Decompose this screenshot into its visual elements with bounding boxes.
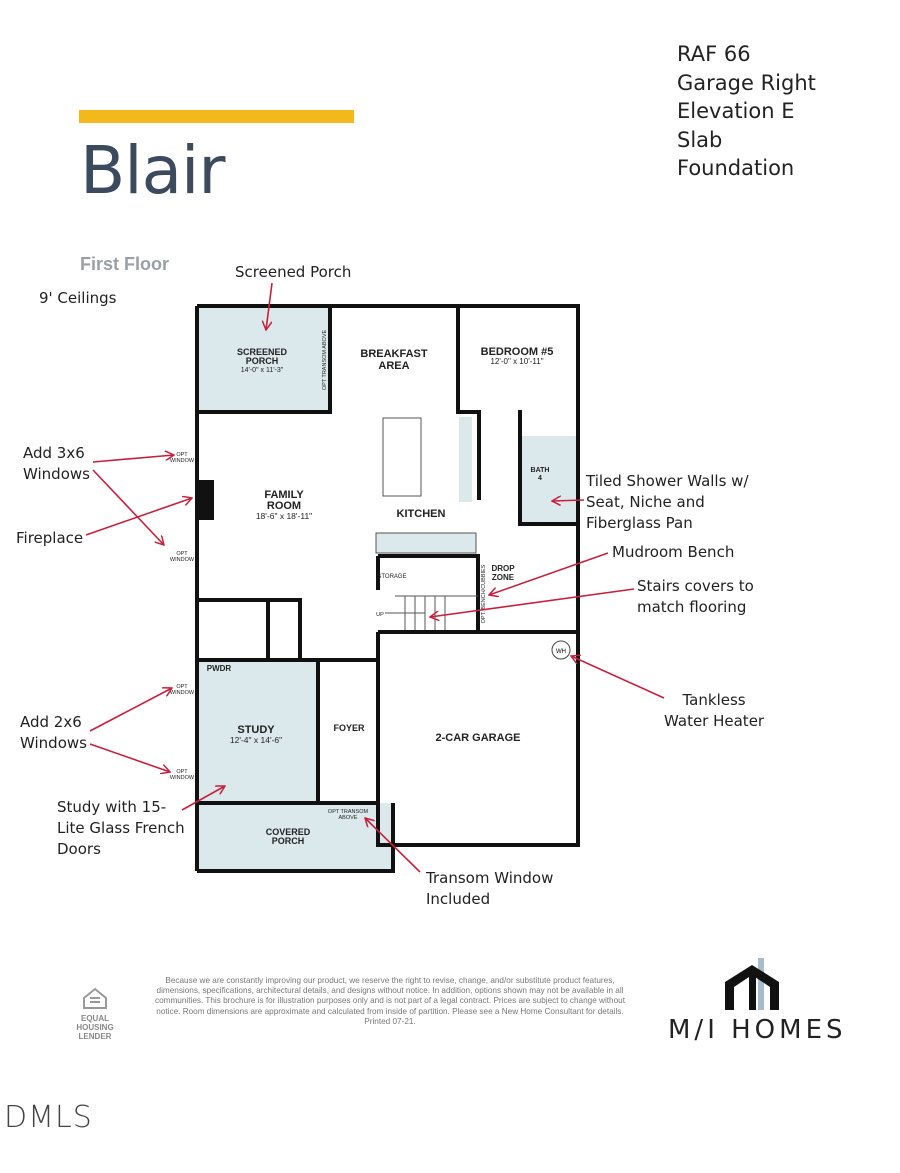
- info-line: Slab: [677, 127, 723, 152]
- room-labels: SCREENED PORCH 14'-0" x 11'-3" BREAKFAST…: [170, 330, 553, 846]
- svg-text:BREAKFAST: BREAKFAST: [360, 348, 428, 360]
- svg-text:UP: UP: [376, 612, 384, 618]
- equal-housing-label: EQUAL HOUSING LENDER: [76, 1014, 114, 1041]
- water-heater-icon: [551, 640, 571, 660]
- svg-text:FOYER: FOYER: [333, 723, 365, 733]
- fireplace-icon: [197, 480, 214, 520]
- brand-name: M/I HOMES: [668, 1015, 847, 1045]
- equal-housing-icon: [83, 987, 107, 1009]
- plan-info: RAF 66 Garage Right Elevation E Slab Fou…: [677, 40, 816, 183]
- walls: [195, 304, 580, 873]
- svg-text:WINDOW: WINDOW: [170, 458, 195, 464]
- svg-text:ZONE: ZONE: [492, 573, 515, 582]
- study-fill: [197, 662, 318, 802]
- svg-text:12'-0" x 10'-11": 12'-0" x 10'-11": [490, 357, 543, 366]
- svg-text:4: 4: [538, 475, 542, 482]
- svg-text:2-CAR GARAGE: 2-CAR GARAGE: [436, 732, 521, 744]
- svg-text:12'-4" x 14'-6": 12'-4" x 14'-6": [230, 735, 282, 745]
- stairs: [385, 595, 478, 630]
- covered-porch-fill: [197, 803, 393, 871]
- svg-text:COVERED: COVERED: [266, 827, 311, 837]
- annotation-fireplace: Fireplace: [16, 529, 84, 547]
- svg-text:14'-0" x 11'-3": 14'-0" x 11'-3": [241, 367, 284, 374]
- info-line: RAF 66: [677, 42, 751, 66]
- svg-text:KITCHEN: KITCHEN: [397, 508, 446, 520]
- svg-text:BEDROOM #5: BEDROOM #5: [481, 346, 554, 358]
- annotation-screened-porch: Screened Porch: [235, 263, 352, 281]
- svg-text:OPT TRANSOM: OPT TRANSOM: [328, 809, 369, 815]
- counter: [459, 417, 472, 502]
- svg-text:AREA: AREA: [378, 360, 409, 372]
- annotation-arrows: [85, 282, 665, 873]
- svg-text:PWDR: PWDR: [207, 664, 232, 673]
- svg-text:OPT: OPT: [176, 769, 188, 775]
- svg-text:OPT TRANSOM ABOVE: OPT TRANSOM ABOVE: [322, 330, 328, 391]
- water-heater-label: WH: [556, 649, 566, 655]
- svg-text:PORCH: PORCH: [272, 836, 305, 846]
- svg-text:WINDOW: WINDOW: [170, 690, 195, 696]
- disclaimer: Because we are constantly improving our …: [155, 976, 625, 1026]
- annotation-mudroom: Mudroom Bench: [612, 543, 735, 561]
- svg-text:OPT: OPT: [176, 684, 188, 690]
- watermark: DMLS: [4, 1100, 93, 1135]
- info-line: Elevation E: [677, 99, 795, 123]
- svg-text:DROP: DROP: [491, 564, 515, 573]
- svg-text:BATH: BATH: [531, 467, 550, 474]
- svg-text:OPT: OPT: [176, 452, 188, 458]
- info-line: Foundation: [677, 156, 795, 180]
- svg-text:SCREENED: SCREENED: [237, 347, 288, 357]
- svg-text:WINDOW: WINDOW: [170, 775, 195, 781]
- info-line: Garage Right: [677, 70, 816, 95]
- svg-text:PORCH: PORCH: [246, 356, 279, 366]
- floor-label: First Floor: [80, 254, 169, 274]
- svg-text:ABOVE: ABOVE: [339, 815, 358, 821]
- svg-text:OPT. BENCH/CUBBIES: OPT. BENCH/CUBBIES: [481, 564, 487, 623]
- svg-text:FAMILY: FAMILY: [264, 489, 304, 501]
- svg-text:WINDOW: WINDOW: [170, 557, 195, 563]
- svg-text:STUDY: STUDY: [237, 724, 275, 736]
- accent-bar: [79, 110, 354, 123]
- annotation-ceilings: 9' Ceilings: [39, 289, 117, 307]
- kitchen-counter: [375, 532, 477, 554]
- svg-text:OPT: OPT: [176, 551, 188, 557]
- mi-homes-logo-icon: [725, 958, 779, 1010]
- plan-title: Blair: [80, 132, 226, 209]
- kitchen-island: [382, 417, 422, 497]
- svg-text:STORAGE: STORAGE: [377, 574, 406, 580]
- bath-fill: [521, 436, 577, 524]
- svg-text:18'-6" x 18'-11": 18'-6" x 18'-11": [256, 511, 312, 521]
- svg-text:ROOM: ROOM: [267, 500, 301, 512]
